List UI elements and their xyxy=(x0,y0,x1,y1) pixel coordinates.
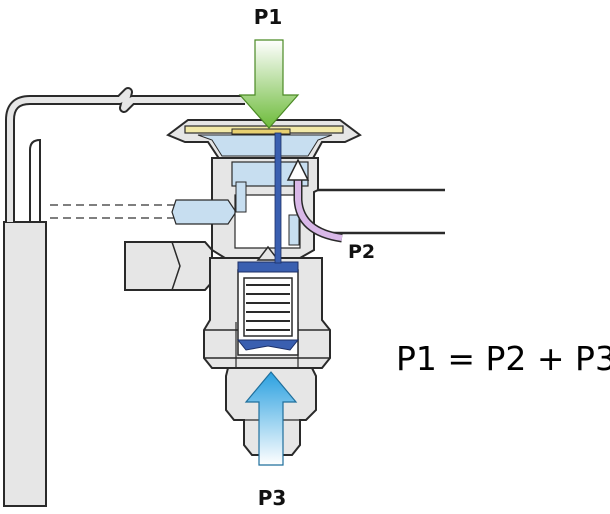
inlet-port xyxy=(124,241,213,291)
valve-needle xyxy=(256,245,280,261)
pushpin-guide-right xyxy=(288,214,300,246)
p3-arrow xyxy=(244,371,298,466)
p3-label: P3 xyxy=(258,486,287,510)
spring-seat-bottom xyxy=(236,339,300,351)
pushpin-guide-left xyxy=(235,181,247,213)
diaphragm-pusher xyxy=(231,128,291,135)
p2-label: P2 xyxy=(348,241,375,263)
pressure-equation: P1 = P2 + P3 xyxy=(396,339,610,378)
p2-arrow-head xyxy=(286,158,310,181)
diaphragm-chamber xyxy=(197,134,333,157)
p1-arrow xyxy=(238,39,300,129)
p1-label: P1 xyxy=(254,5,283,29)
spring-retainer-top xyxy=(237,261,299,273)
sensing-bulb xyxy=(3,221,47,507)
equalizer-port xyxy=(171,199,237,225)
spring-coils xyxy=(246,284,290,331)
push-rod xyxy=(274,132,282,264)
capillary-tube-inner xyxy=(29,138,41,222)
